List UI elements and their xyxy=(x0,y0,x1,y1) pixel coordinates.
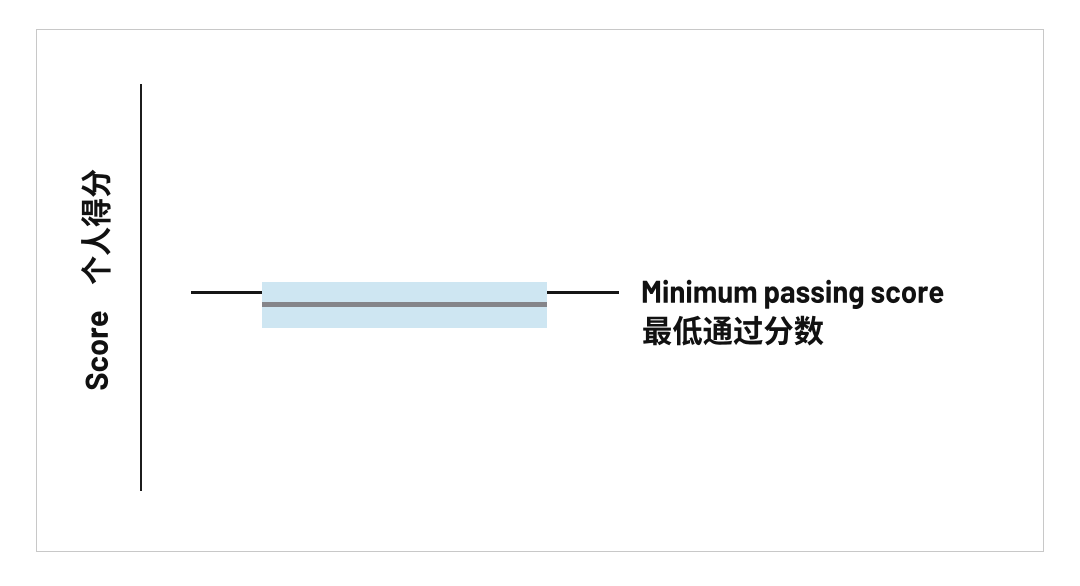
band-center-line xyxy=(262,302,548,308)
slide-canvas xyxy=(36,29,1044,552)
y-axis-line xyxy=(140,84,142,491)
